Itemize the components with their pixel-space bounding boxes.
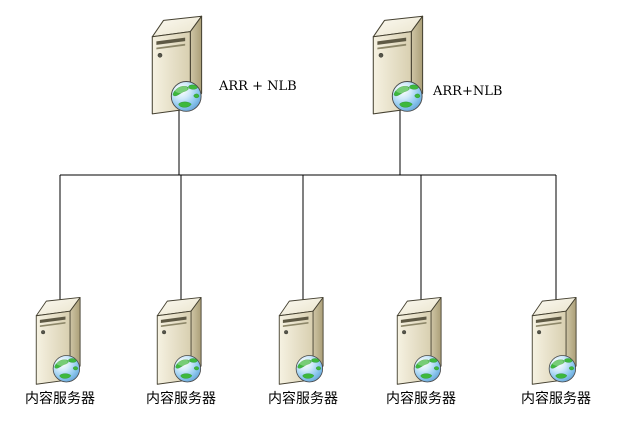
server-tower-icon <box>388 292 454 387</box>
content-server-4 <box>388 292 454 387</box>
content-server-1-label: 内容服务器 <box>25 391 95 407</box>
server-tower-icon <box>142 10 216 117</box>
server-tower-icon <box>363 10 437 117</box>
lb-server-1 <box>142 10 216 117</box>
lb-server-2 <box>363 10 437 117</box>
lb-server-1-label: ARR + NLB <box>219 79 297 94</box>
content-server-5 <box>523 292 589 387</box>
content-server-3 <box>270 292 336 387</box>
content-server-4-label: 内容服务器 <box>386 391 456 407</box>
content-server-2 <box>148 292 214 387</box>
content-server-3-label: 内容服务器 <box>268 391 338 407</box>
lb-server-2-label: ARR+NLB <box>433 84 503 99</box>
content-server-1 <box>27 292 93 387</box>
content-server-2-label: 内容服务器 <box>146 391 216 407</box>
content-server-5-label: 内容服务器 <box>521 391 591 407</box>
server-tower-icon <box>270 292 336 387</box>
server-tower-icon <box>523 292 589 387</box>
server-tower-icon <box>27 292 93 387</box>
server-tower-icon <box>148 292 214 387</box>
